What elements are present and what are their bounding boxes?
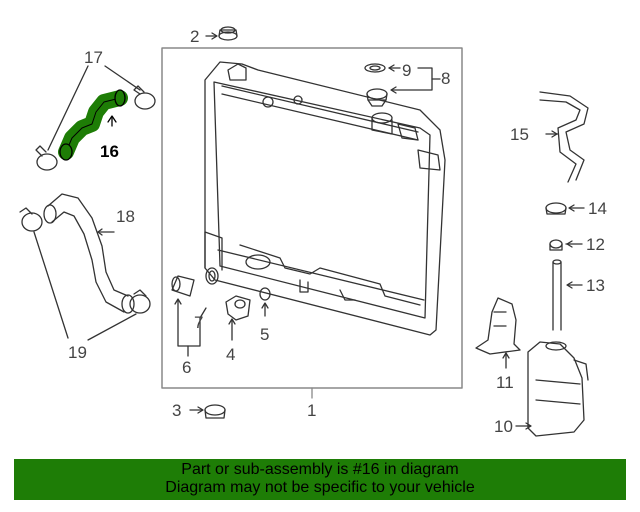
parts-diagram: 1 2 3 4 5 6 7 8 9 10 11 12 13 14 15 16 1…	[19, 26, 607, 437]
part-15-hose	[539, 91, 589, 183]
part-19-clamps	[19, 207, 151, 341]
callout-14: 14	[588, 199, 607, 218]
callout-2: 2	[190, 27, 199, 46]
callout-17: 17	[84, 48, 103, 67]
part-16-upper-hose	[58, 89, 128, 161]
part-14-grommet	[545, 202, 585, 215]
callout-12: 12	[586, 235, 605, 254]
callout-3: 3	[172, 401, 181, 420]
part-13-tube	[552, 259, 583, 331]
part-2-cap	[205, 26, 238, 41]
callout-10: 10	[494, 417, 513, 436]
callout-13: 13	[586, 276, 605, 295]
part-18-lower-hose	[43, 193, 135, 314]
part-17-clamps	[35, 65, 156, 171]
part-9-8-cap	[364, 63, 441, 107]
callout-7: 7	[194, 313, 203, 332]
callout-16: 16	[100, 142, 119, 161]
radiator-drawing	[204, 61, 446, 336]
part-10-reservoir	[515, 341, 589, 437]
callout-1: 1	[307, 401, 316, 420]
banner-line-2: Diagram may not be specific to your vehi…	[165, 479, 475, 496]
callout-11: 11	[496, 373, 514, 392]
callout-19: 19	[68, 343, 87, 362]
part-3-grommet	[189, 404, 226, 419]
info-banner: Part or sub-assembly is #16 in diagram D…	[14, 459, 626, 500]
callout-15: 15	[510, 125, 529, 144]
part-6-7-drain	[171, 267, 219, 357]
part-4-5-sensor	[225, 287, 271, 341]
banner-line-1: Part or sub-assembly is #16 in diagram	[181, 461, 459, 478]
callout-9: 9	[402, 61, 411, 80]
part-12-cap	[549, 239, 583, 251]
part-11-bracket	[475, 297, 521, 369]
callout-5: 5	[260, 325, 269, 344]
callout-8: 8	[441, 69, 450, 88]
callout-4: 4	[226, 345, 235, 364]
callout-6: 6	[182, 358, 191, 377]
callout-18: 18	[116, 207, 135, 226]
